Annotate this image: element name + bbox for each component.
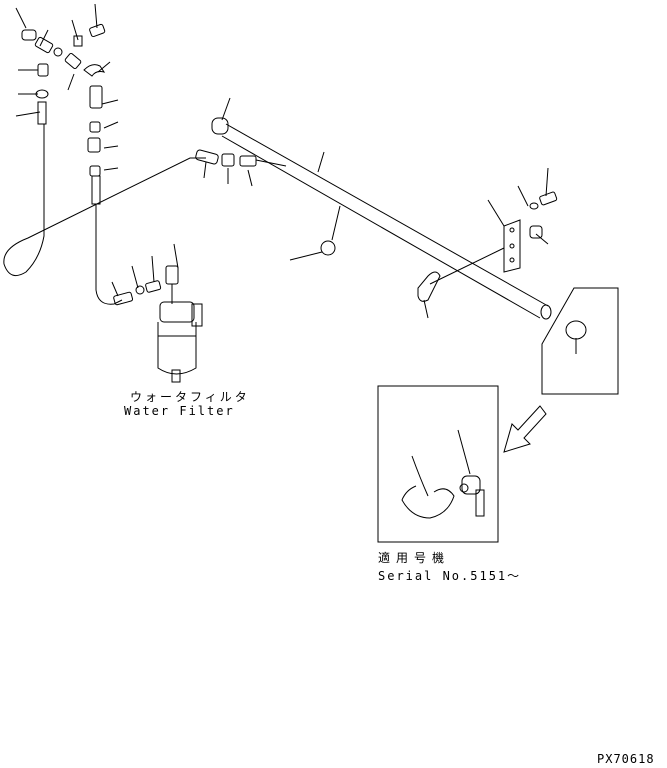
- serial-detail-box: [377, 385, 499, 543]
- water-filter-assembly: [111, 243, 203, 383]
- pipe-end-fittings: [195, 97, 287, 187]
- serial-label-jp: 適用号機: [378, 551, 451, 565]
- serial-label-en: Serial No.5151～: [378, 569, 522, 583]
- fittings-cluster-top-left: [15, 3, 111, 125]
- water-filter-label-jp: ウォータフィルタ: [130, 390, 250, 404]
- drawing-code: PX70618: [597, 752, 655, 766]
- hose-loop: [3, 124, 206, 305]
- long-pipe: [221, 123, 552, 320]
- inset-panel-right: [503, 287, 619, 453]
- water-filter-label-en: Water Filter: [124, 404, 235, 418]
- bracket-plate: [487, 167, 558, 273]
- fittings-column: [87, 85, 119, 290]
